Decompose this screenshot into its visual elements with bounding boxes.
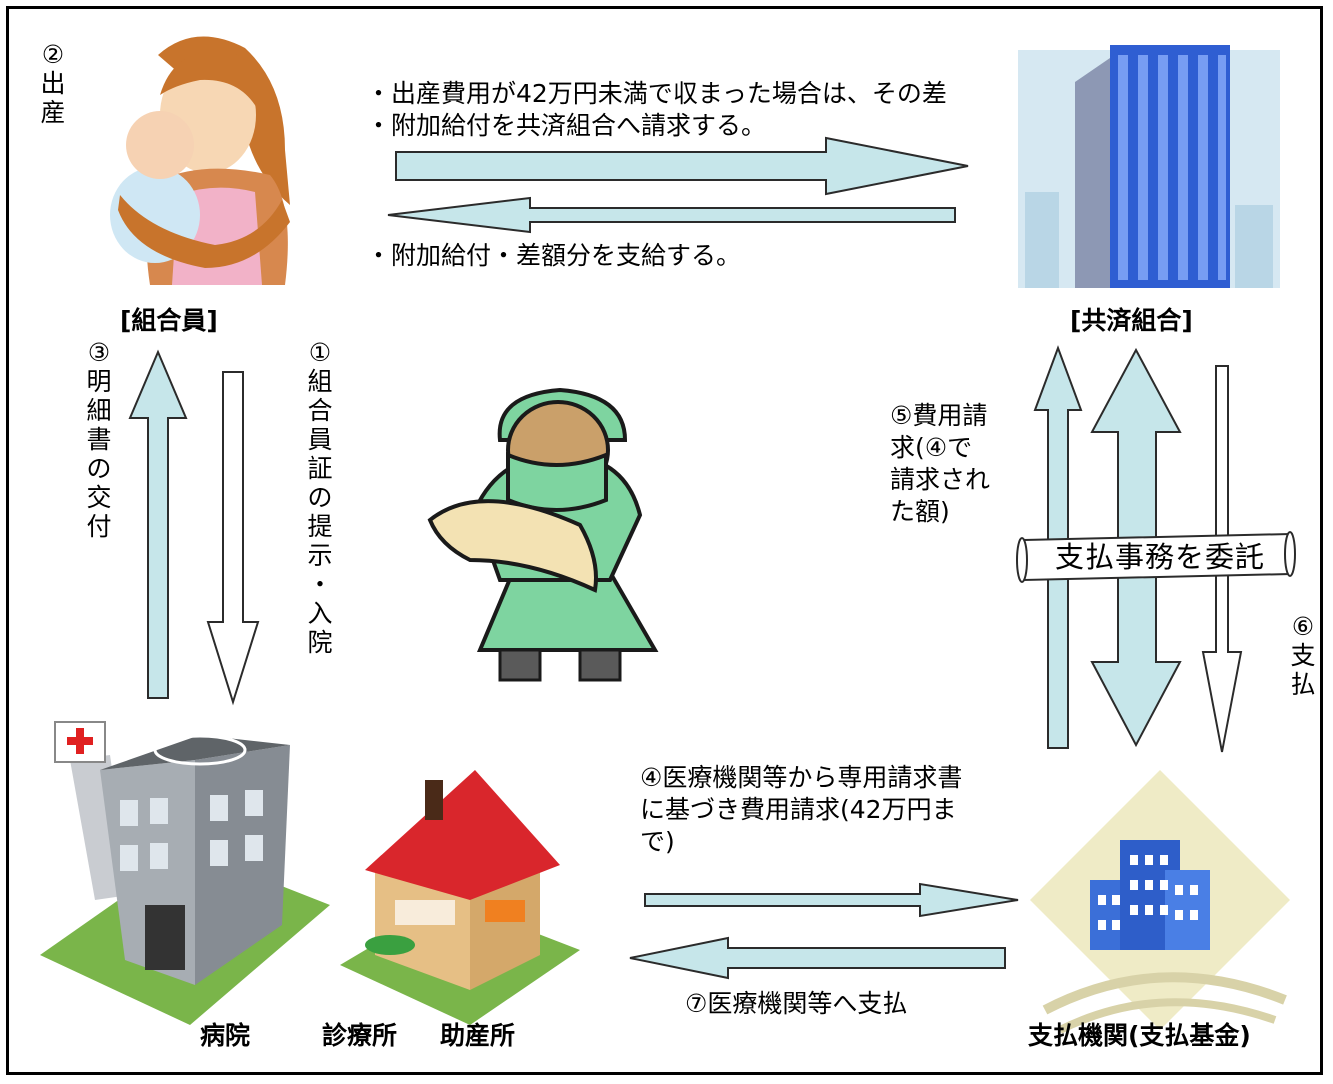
hospital-icon xyxy=(40,721,330,1025)
step2-label: ② 出 産 xyxy=(40,40,66,127)
diagram-frame xyxy=(6,6,1323,1075)
arrow-union-to-member xyxy=(387,196,956,234)
payment-building-icon xyxy=(1030,770,1290,1034)
clinic-label: 診療所 xyxy=(322,1021,398,1050)
arrow-claim-to-union xyxy=(395,136,969,196)
arrow-cost-claim xyxy=(644,882,1019,918)
delegate-banner: 支払事務を委託 xyxy=(1054,540,1265,574)
clinic-house-icon xyxy=(340,770,580,1025)
claim-note-line1: ・出産費用が42万円未満で収まった場合は、その差 xyxy=(366,79,947,108)
delegate-banner-shape xyxy=(1016,531,1296,583)
office-tower-icon xyxy=(1018,45,1280,288)
arrow-card-down xyxy=(206,371,260,706)
payment-org-label: 支払機関(支払基金) xyxy=(1028,1021,1251,1050)
arrow-statement-up xyxy=(128,349,188,699)
hospital-label: 病院 xyxy=(200,1021,251,1050)
mother-baby-icon xyxy=(110,36,290,285)
step1-label: ① 組 合 員 証 の 提 示 ・ 入 院 xyxy=(307,338,333,657)
midwife-label: 助産所 xyxy=(440,1021,516,1050)
member-label: [組合員] xyxy=(120,306,218,335)
nurse-newborn-icon xyxy=(427,387,659,682)
arrow-pay-institution xyxy=(629,936,1006,980)
claim-note-line2: ・附加給付を共済組合へ請求する。 xyxy=(366,111,767,140)
pay-note-line: ・附加給付・差額分を支給する。 xyxy=(366,241,742,270)
step3-label: ③ 明 細 書 の 交 付 xyxy=(86,338,112,541)
step7-label: ⑦医療機関等へ支払 xyxy=(685,989,908,1018)
union-label: [共済組合] xyxy=(1070,306,1193,335)
step6-label: ⑥ 支 払 xyxy=(1290,612,1316,699)
